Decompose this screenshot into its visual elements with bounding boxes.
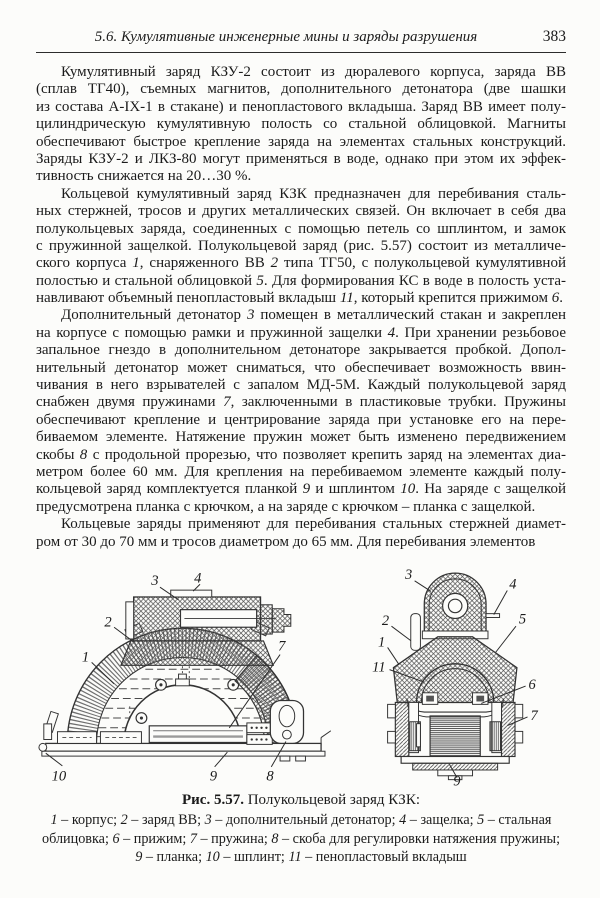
text-line: из состава А-IX-1 в стакане) и пенопласт…	[36, 98, 566, 115]
page-number: 383	[542, 28, 566, 45]
text-line: кольцевой заряд комплектуется планкой 9 …	[36, 481, 566, 498]
text-line: нительный детонатор может сниматься, что…	[36, 359, 566, 376]
figure: 3 4 2 1 7 10 9 8	[36, 559, 566, 787]
text-line: цилиндрическую кумулятивную полость со с…	[36, 116, 566, 133]
figure-side-view-drawing: 3 4 2 1 7 10 9 8	[38, 570, 331, 784]
text-line: Кумулятивный заряд КЗУ-2 состоит из дюра…	[61, 64, 566, 80]
spring-tube	[148, 725, 248, 743]
text-line: биваемом элементе. Натяжение пружин може…	[36, 429, 566, 446]
text-line: чивания в него взрывателей с запалом МД-…	[36, 377, 566, 394]
text-line: Кольцевой кумулятивный заряд КЗК предназ…	[61, 185, 566, 202]
figure-label: 1	[82, 649, 89, 665]
latch-pin	[485, 613, 500, 618]
figure-label: 1	[378, 634, 385, 650]
leader-lines	[45, 583, 287, 768]
figure-cross-section-drawing: 3 4 2 1 11 5 6 7 9	[372, 567, 538, 787]
steel-liner	[415, 663, 495, 703]
legend-line: 1 – корпус; 2 – заряд ВВ; 3 – дополнител…	[50, 811, 552, 828]
text-line: Дополнительный детонатор 3 помещен в мет…	[61, 307, 566, 324]
text-line: полукольцевых заряда, соединенных с помо…	[36, 220, 566, 237]
figure-label: 3	[150, 573, 158, 589]
figure-legend: 1 – корпус; 2 – заряд ВВ; 3 – дополнител…	[36, 811, 566, 867]
figure-label: 8	[266, 768, 274, 784]
figure-label: 9	[210, 768, 218, 784]
text-line: тивность снижается на 20…30 %.	[36, 168, 252, 185]
figure-label: 6	[528, 677, 536, 693]
text-line: ского корпуса 1, снаряженного ВВ 2 типа …	[36, 255, 566, 272]
figure-caption: Рис. 5.57. Полукольцевой заряд КЗК:	[36, 791, 566, 810]
text-line: Заряды КЗУ-2 и ЛКЗ-80 могут применяться …	[36, 150, 566, 167]
figure-caption-title: Полукольцевой заряд КЗК:	[243, 791, 420, 808]
figure-label: 7	[278, 639, 286, 655]
figure-label: 3	[404, 567, 412, 583]
text-line: запальное гнездо в дополнительном детона…	[36, 342, 566, 359]
latch-tube	[410, 613, 421, 651]
figure-label: 4	[194, 570, 201, 586]
figure-label: 7	[530, 708, 538, 724]
bottom-plate	[400, 755, 510, 764]
running-header: 5.6. Кумулятивные инженерные мины и заря…	[36, 28, 566, 53]
figure-label: 2	[104, 614, 111, 630]
text-line: обеспечивают крепление и центрирование з…	[36, 411, 566, 428]
side-spring-right	[489, 721, 501, 752]
text-line: снабжен двумя пружинами 7, заключенными …	[36, 394, 566, 411]
text-line: (сплав ТГ40), съемных магнитов, дополнит…	[36, 81, 566, 98]
figure-caption-number: Рис. 5.57.	[182, 791, 244, 808]
leader-lines	[387, 580, 528, 778]
text-line: на корпусе с помощью рамки и пружинной з…	[36, 324, 566, 341]
body-text: Кумулятивный заряд КЗУ-2 состоит из дюра…	[36, 64, 566, 551]
text-line: метром более 60 мм. Для крепления на пер…	[36, 463, 566, 480]
figure-label: 5	[519, 611, 526, 627]
text-line: ром от 30 до 70 мм и тросов диаметром до…	[36, 533, 536, 550]
figure-label: 9	[453, 773, 460, 787]
base-plate	[45, 742, 322, 752]
text-line: обеспечивают быстрое крепление заряда на…	[36, 133, 566, 150]
legend-line: 9 – планка; 10 – шплинт; 11 – пенопласто…	[135, 849, 467, 866]
text-line: с пружинной защелкой. Полукольцевой заря…	[36, 237, 566, 254]
text-line: скобы 8 с продольной прорезью, что позво…	[36, 446, 566, 463]
figure-label: 10	[52, 768, 67, 784]
text-line: ных стержней, тросов и других металличес…	[36, 203, 566, 220]
text-line: предусмотрена планка с крючком, а на зар…	[36, 498, 536, 515]
section-title: 5.6. Кумулятивные инженерные мины и заря…	[94, 29, 478, 45]
text-line: полостью и стальной облицовкой 5. Для фо…	[36, 272, 566, 289]
spring-coil-stack	[429, 715, 481, 759]
text-line: навливают объемный пенопластовый вкладыш…	[36, 290, 563, 307]
figure-label: 11	[372, 659, 385, 675]
legend-line: облицовка; 6 – прижим; 7 – пружина; 8 – …	[41, 830, 561, 847]
figure-label: 4	[509, 576, 516, 592]
figure-label: 2	[382, 613, 389, 629]
text-line: Кольцевые заряды применяют для перебиван…	[61, 516, 566, 533]
